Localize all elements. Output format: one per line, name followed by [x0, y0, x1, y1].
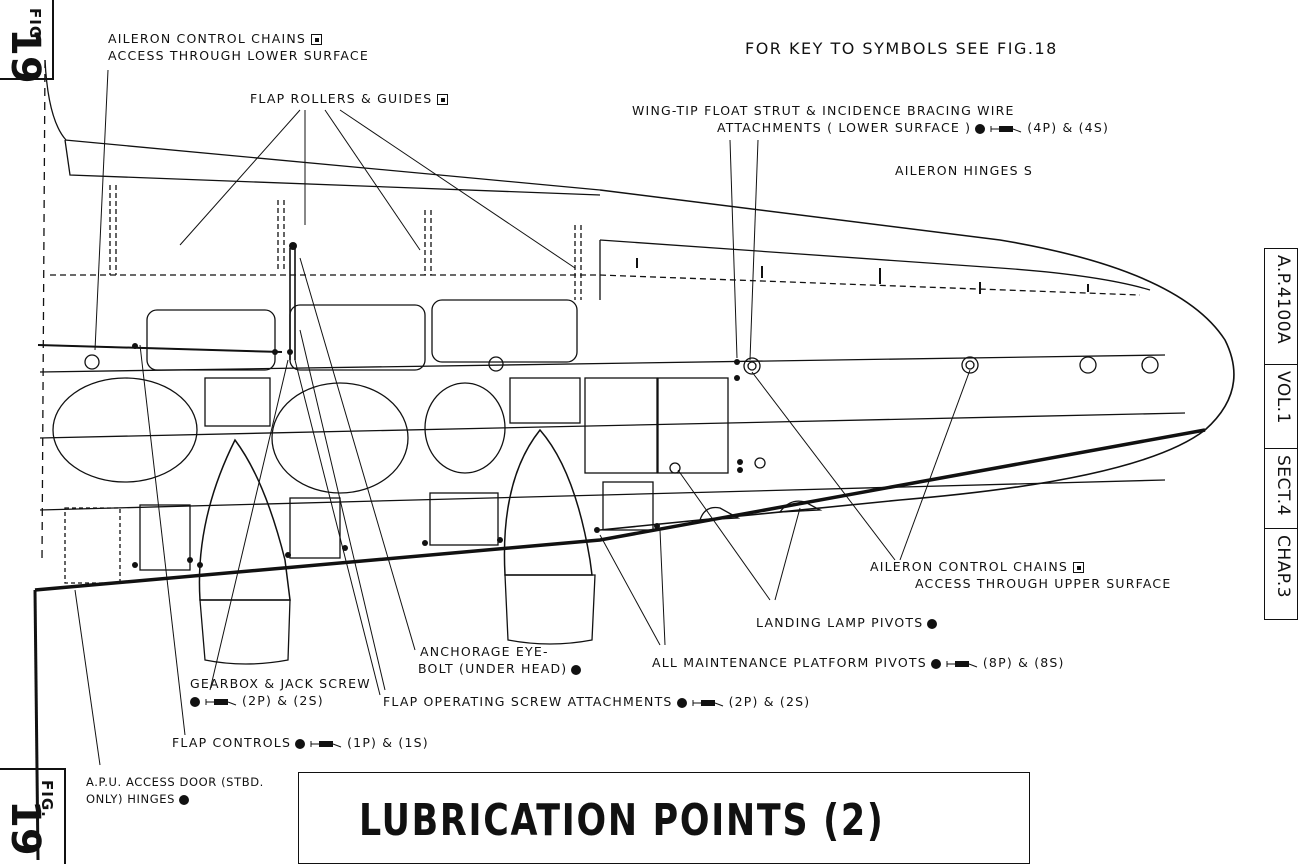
label-anchorage-line2: BOLT (UNDER HEAD)	[418, 661, 568, 676]
oil-point-icon	[927, 618, 938, 629]
label-aileron-chains-upper-line1: AILERON CONTROL CHAINS	[870, 559, 1069, 574]
fig-label-bottom: FIG. 19	[0, 768, 66, 864]
oil-point-icon	[295, 738, 306, 749]
grease-gun-icon	[310, 740, 342, 747]
label-aileron-chains-upper-line2: ACCESS THROUGH UPPER SURFACE	[915, 576, 1172, 591]
label-flap-controls: FLAP CONTROLS (1P) & (1S)	[172, 734, 429, 751]
label-flap-rollers-text: FLAP ROLLERS & GUIDES	[250, 91, 433, 106]
oil-point-icon	[190, 696, 200, 707]
wing-tip-outline	[599, 189, 1235, 531]
label-float-strut-qty: (4P) & (4S)	[1027, 120, 1110, 135]
label-aileron-hinges: AILERON HINGES S	[895, 163, 1034, 178]
ref-cell-chap: CHAP.3	[1264, 528, 1298, 620]
label-maintenance-pivots: ALL MAINTENANCE PLATFORM PIVOTS (8P) & (8…	[652, 654, 1065, 671]
access-panel-icon	[437, 94, 449, 105]
label-aileron-chains-lower: AILERON CONTROL CHAINS ACCESS THROUGH LO…	[108, 30, 369, 64]
label-flap-screw-qty: (2P) & (2S)	[728, 694, 811, 709]
access-panel-icon	[1073, 562, 1085, 573]
key-reference-note: FOR KEY TO SYMBOLS SEE FIG.18	[745, 39, 1058, 58]
label-flap-screw: FLAP OPERATING SCREW ATTACHMENTS (2P) & (…	[383, 693, 810, 710]
trailing-edge	[64, 139, 601, 196]
label-aileron-chains-lower-line2: ACCESS THROUGH LOWER SURFACE	[108, 48, 369, 63]
label-float-strut: WING-TIP FLOAT STRUT & INCIDENCE BRACING…	[632, 102, 1109, 136]
label-gearbox-qty: (2P) & (2S)	[242, 693, 324, 708]
label-landing-lamp: LANDING LAMP PIVOTS	[756, 614, 938, 631]
label-landing-lamp-text: LANDING LAMP PIVOTS	[756, 615, 924, 630]
label-gearbox: GEARBOX & JACK SCREW (2P) & (2S)	[190, 675, 371, 709]
label-aileron-chains-lower-line1: AILERON CONTROL CHAINS	[108, 31, 307, 46]
label-maintenance-text: ALL MAINTENANCE PLATFORM PIVOTS	[652, 655, 927, 670]
label-apu-line1: A.P.U. ACCESS DOOR (STBD.	[86, 775, 264, 789]
label-flap-rollers: FLAP ROLLERS & GUIDES	[250, 90, 449, 107]
label-float-strut-line1: WING-TIP FLOAT STRUT & INCIDENCE BRACING…	[632, 103, 1015, 118]
grease-gun-icon	[692, 699, 723, 706]
grease-gun-icon	[205, 698, 237, 705]
grease-gun-icon	[946, 660, 978, 667]
ref-cell-sect: SECT.4	[1264, 448, 1298, 530]
title-block: LUBRICATION POINTS (2)	[298, 772, 1030, 864]
label-gearbox-line1: GEARBOX & JACK SCREW	[190, 676, 371, 691]
fig-label-top: FIG. 19	[0, 0, 54, 84]
label-anchorage: ANCHORAGE EYE- BOLT (UNDER HEAD)	[418, 643, 582, 677]
label-flap-controls-qty: (1P) & (1S)	[347, 735, 429, 750]
access-panel-icon	[311, 34, 323, 45]
oil-point-icon	[930, 658, 941, 669]
label-apu-line2: ONLY) HINGES	[86, 792, 176, 806]
aileron	[599, 239, 1151, 291]
grease-gun-icon	[990, 125, 1022, 132]
leading-edge	[34, 428, 1206, 592]
label-flap-screw-text: FLAP OPERATING SCREW ATTACHMENTS	[383, 694, 673, 709]
label-float-strut-line2: ATTACHMENTS ( LOWER SURFACE )	[717, 120, 972, 135]
page-title: LUBRICATION POINTS (2)	[359, 795, 885, 846]
ref-cell-vol: VOL.1	[1264, 364, 1298, 450]
label-aileron-chains-upper: AILERON CONTROL CHAINS ACCESS THROUGH UP…	[870, 558, 1171, 592]
label-anchorage-line1: ANCHORAGE EYE-	[420, 644, 549, 659]
nacelle-outer	[503, 428, 593, 576]
oil-point-icon	[975, 123, 986, 134]
label-maintenance-qty: (8P) & (8S)	[982, 655, 1065, 670]
oil-point-icon	[571, 664, 582, 675]
reference-strip: A.P.4100A VOL.1 SECT.4 CHAP.3	[1264, 248, 1298, 620]
oil-point-icon	[676, 697, 687, 708]
label-apu-door: A.P.U. ACCESS DOOR (STBD. ONLY) HINGES	[86, 774, 264, 808]
nacelle-inner	[198, 438, 291, 601]
label-flap-controls-text: FLAP CONTROLS	[172, 735, 292, 750]
oil-point-icon	[179, 794, 190, 805]
